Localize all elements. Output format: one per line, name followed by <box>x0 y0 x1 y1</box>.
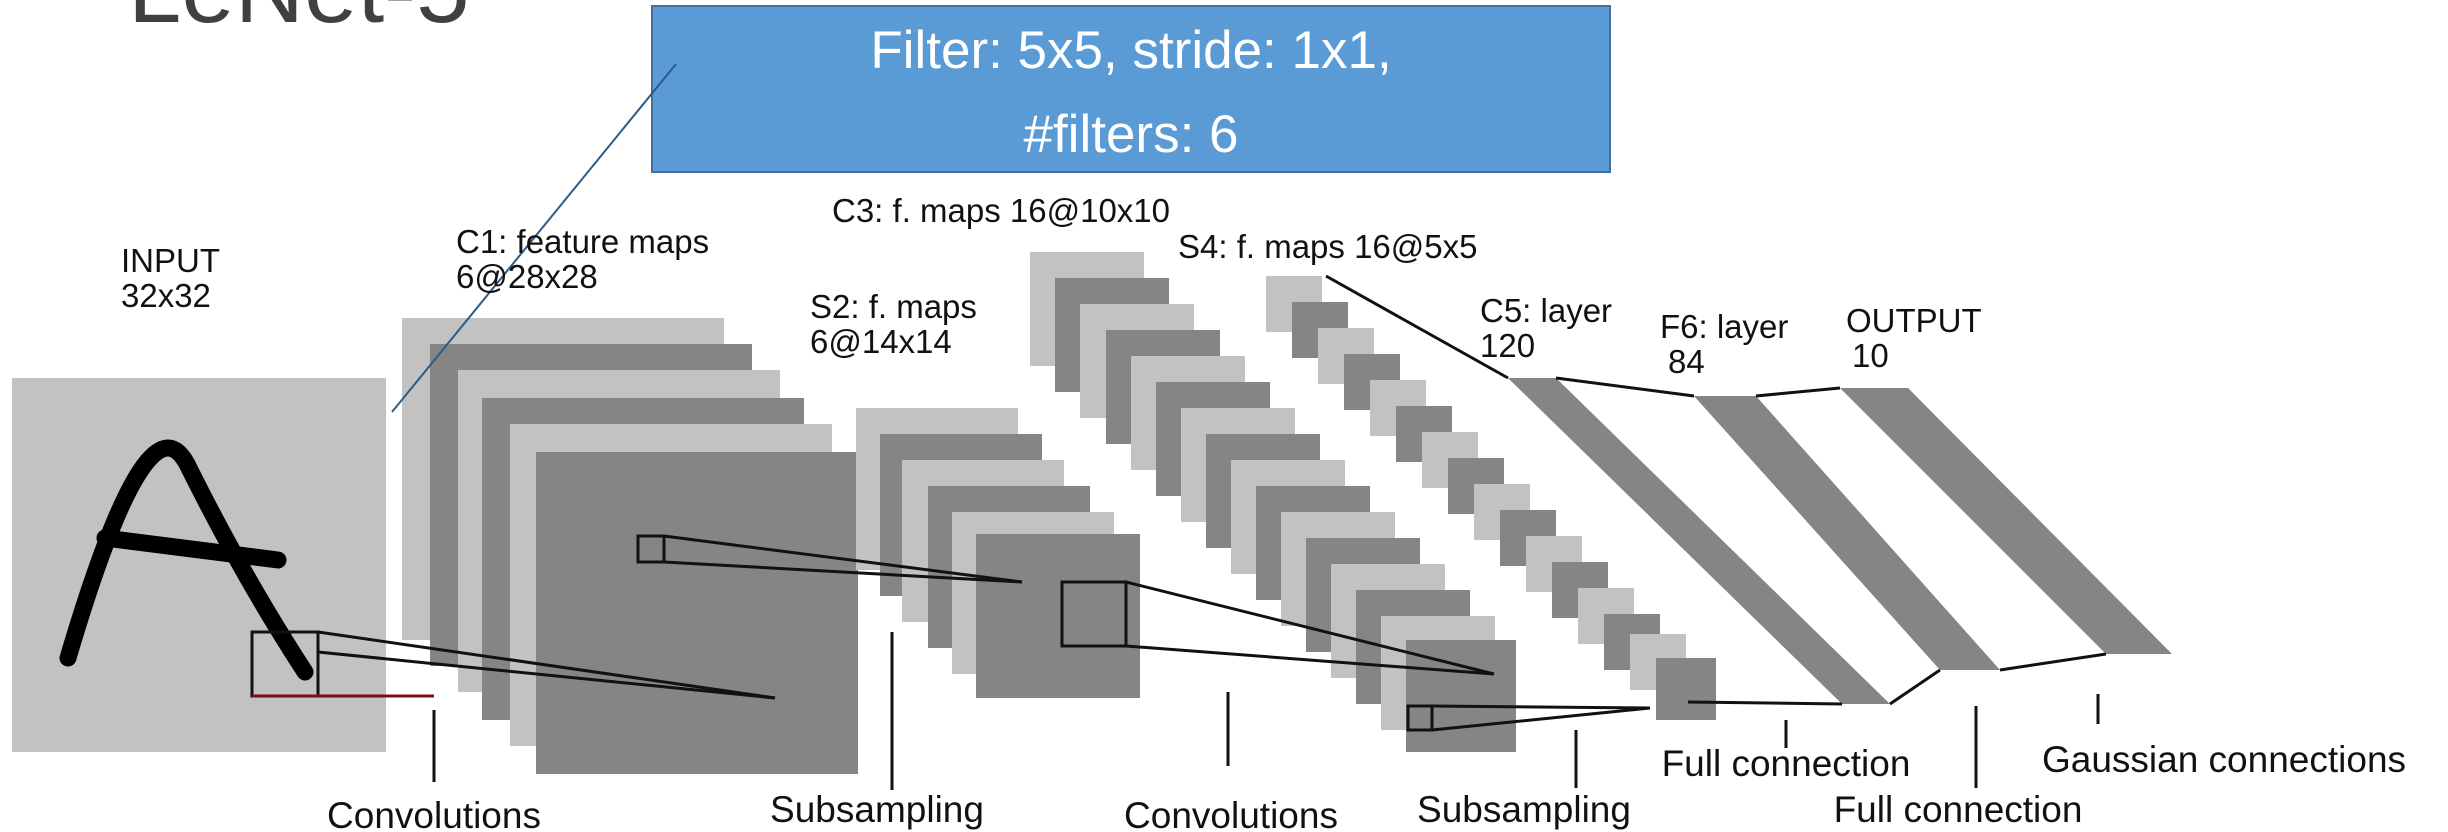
filter-callout: Filter: 5x5, stride: 1x1, #filters: 6 <box>391 5 1611 413</box>
output-layer <box>1840 388 2172 654</box>
operation-label-gaussian-connections: Gaussian connections <box>2042 739 2406 780</box>
input-label: INPUT <box>121 242 220 279</box>
callout-pointer <box>391 63 677 413</box>
f6-size-label: 84 <box>1668 343 1705 380</box>
c5-layer <box>1508 378 1890 704</box>
operation-label-subsampling-1: Subsampling <box>770 789 984 830</box>
operation-label-full-connection-1: Full connection <box>1662 743 1911 784</box>
s4-front-map <box>1656 658 1716 720</box>
c1-label: C1: feature maps <box>456 223 709 260</box>
operation-label-full-connection-2: Full connection <box>1834 789 2083 830</box>
f6-label: F6: layer <box>1660 308 1788 345</box>
letter-a-stroke-1 <box>59 439 314 681</box>
output-label: OUTPUT <box>1846 302 1982 339</box>
s2-feature-maps <box>856 408 1140 698</box>
c5-size-label: 120 <box>1480 327 1535 364</box>
operation-label-subsampling-2: Subsampling <box>1417 789 1631 830</box>
s2-label: S2: f. maps <box>810 288 977 325</box>
operation-label-convolutions-2: Convolutions <box>1124 795 1338 832</box>
f6-layer <box>1694 396 2000 670</box>
s2-size-label: 6@14x14 <box>810 323 952 360</box>
input-layer <box>12 378 386 752</box>
c3-front-map <box>1406 640 1516 752</box>
c3-receptive-field <box>1406 704 1434 732</box>
operation-label-convolutions-1: Convolutions <box>327 795 541 832</box>
c5-label: C5: layer <box>1480 292 1612 329</box>
input-map <box>12 378 386 752</box>
callout-line-2: #filters: 6 <box>1023 105 1238 164</box>
connection-lines <box>252 274 2107 732</box>
s4-label: S4: f. maps 16@5x5 <box>1178 228 1477 265</box>
s2-front-map <box>976 534 1140 698</box>
input-size-label: 32x32 <box>121 277 211 314</box>
c1-receptive-field <box>636 534 666 564</box>
callout-line-1: Filter: 5x5, stride: 1x1, <box>870 21 1391 80</box>
output-size-label: 10 <box>1852 337 1889 374</box>
c1-front-map <box>536 452 858 774</box>
c3-label: C3: f. maps 16@10x10 <box>832 192 1170 229</box>
slide-title: LeNet-5 <box>128 0 470 43</box>
s2-receptive-field <box>1060 580 1128 648</box>
s4-feature-maps <box>1266 276 1716 720</box>
operation-ticks <box>432 632 2100 790</box>
c1-feature-maps <box>402 318 858 774</box>
letter-a-stroke-2 <box>96 529 287 569</box>
callout-box <box>651 5 1611 173</box>
c1-size-label: 6@28x28 <box>456 258 598 295</box>
